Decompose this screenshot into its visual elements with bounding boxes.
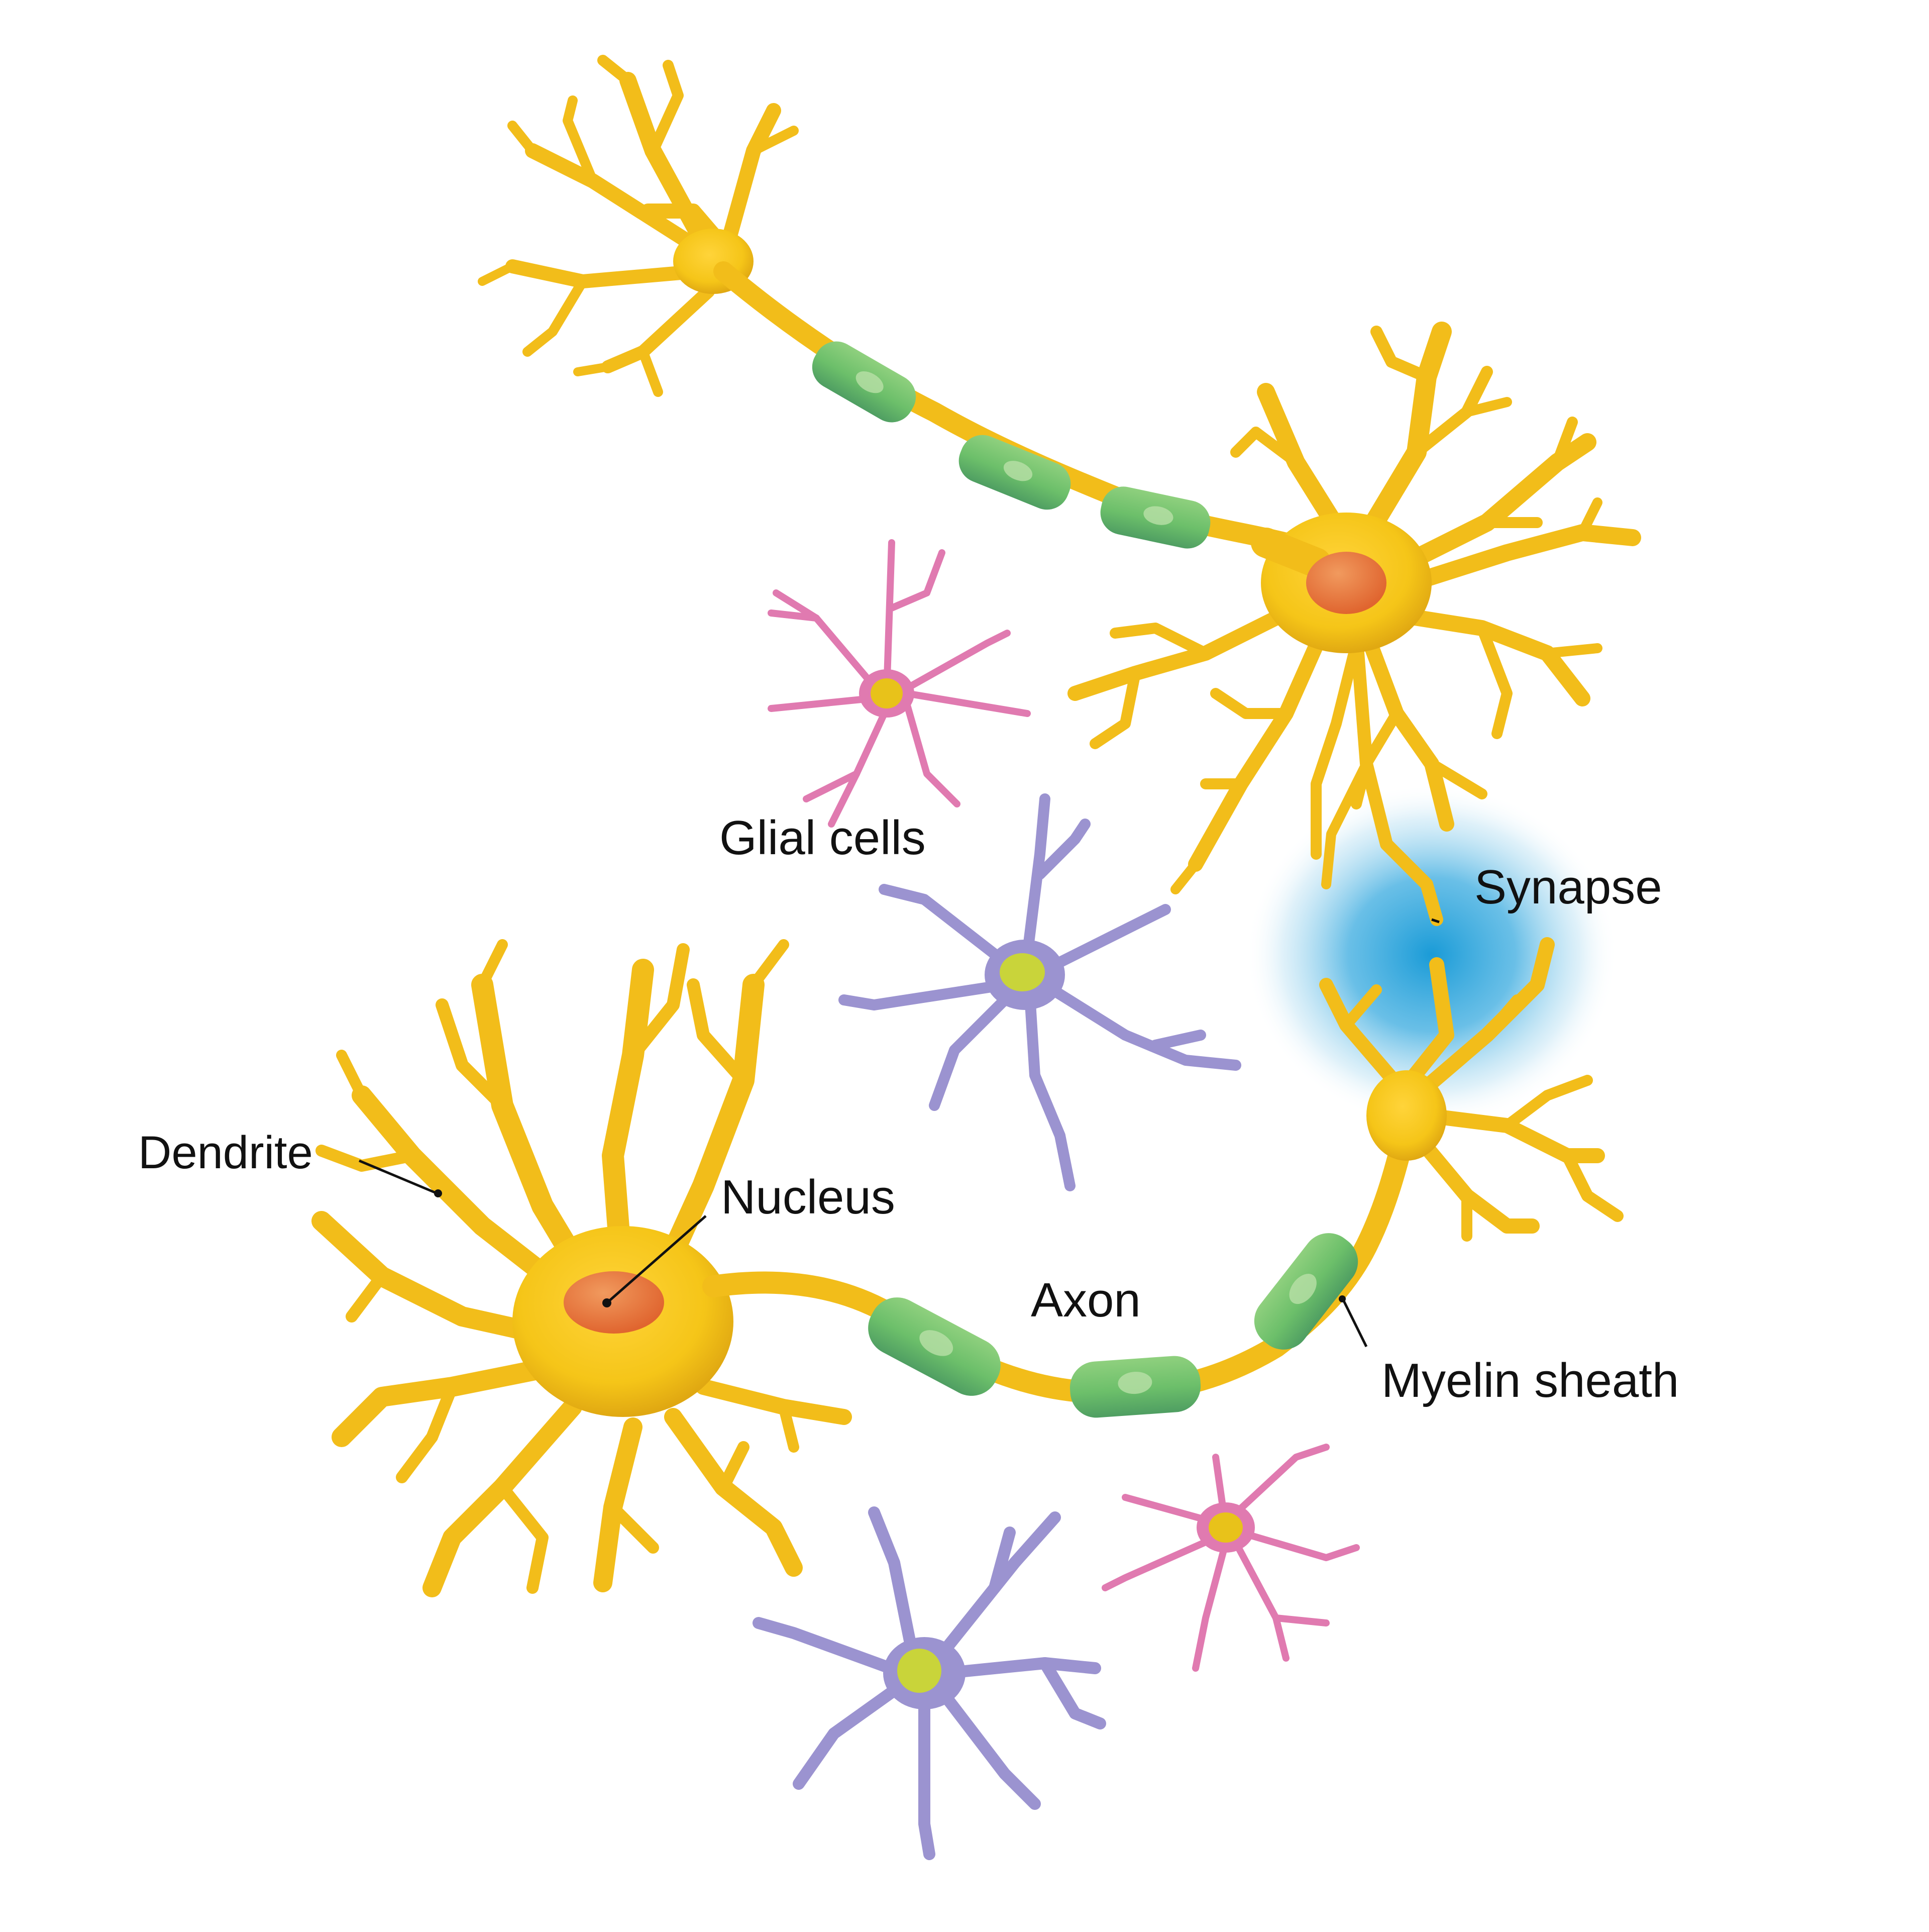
nucleus-label: Nucleus — [721, 1170, 895, 1224]
glial-cell-pink-top — [768, 539, 1031, 828]
lower-nucleus — [564, 1271, 664, 1334]
upper-right-dendrites — [1067, 322, 1641, 926]
glial-cell-pink-bottom — [1102, 1444, 1360, 1672]
dendrite-label: Dendrite — [138, 1127, 313, 1178]
glial-cell-purple-middle — [838, 793, 1241, 1191]
upper-myelin-sheaths — [812, 341, 1211, 549]
glial-cell-purple-bottom — [753, 1506, 1106, 1860]
synapse-label: Synapse — [1474, 860, 1662, 914]
upper-left-dendrites — [478, 55, 799, 397]
myelin-sheath-label: Myelin sheath — [1381, 1354, 1679, 1407]
axon-terminal — [1319, 937, 1624, 1242]
glial-cells-label: Glial cells — [719, 811, 926, 865]
synapse-glow — [1246, 784, 1618, 1126]
lower-neuron — [311, 937, 1624, 1597]
axon-label: Axon — [1031, 1273, 1141, 1327]
upper-neuron — [478, 55, 1641, 926]
label-pointers — [359, 918, 1440, 1348]
lower-myelin-sheaths — [868, 1233, 1358, 1418]
lower-left-dendrites — [311, 939, 852, 1597]
upper-nucleus — [1306, 552, 1386, 614]
